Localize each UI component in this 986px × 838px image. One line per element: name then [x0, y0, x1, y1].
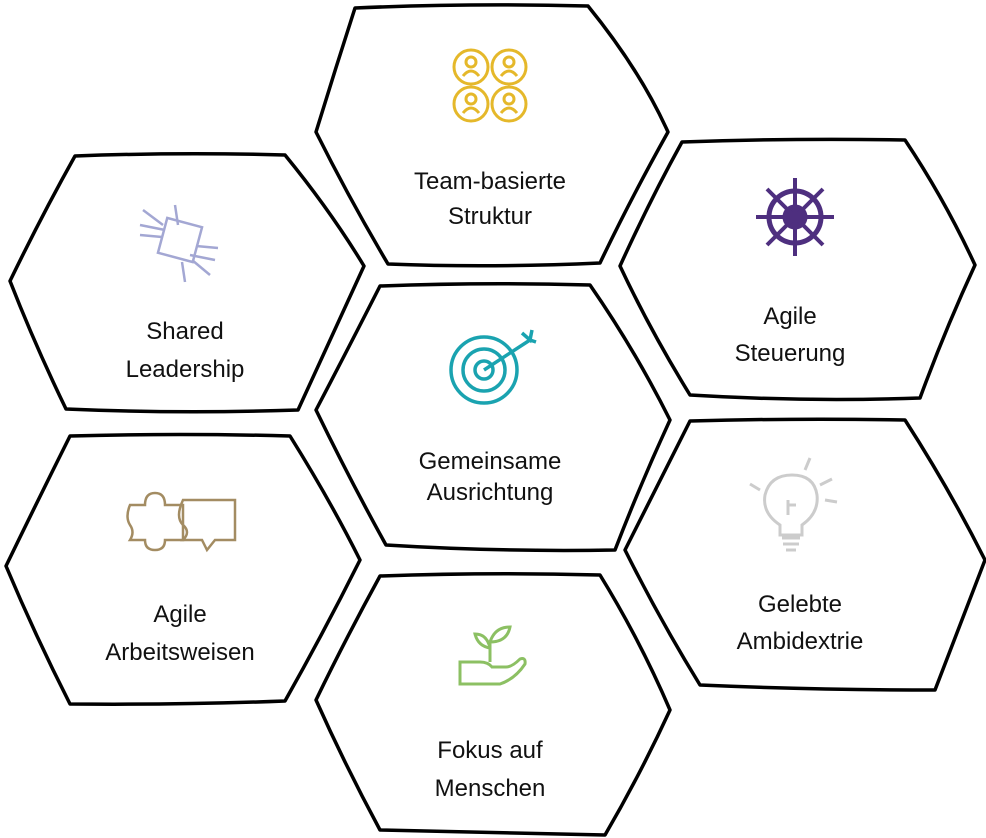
ship-wheel-icon	[756, 178, 834, 256]
plant-hand-icon	[458, 625, 527, 686]
label-menschen-line2: Menschen	[435, 775, 546, 802]
hex-team: Team-basierte Struktur	[314, 3, 670, 268]
hands-icon	[139, 204, 219, 283]
hex-gemeinsame-ausrichtung: Gemeinsame Ausrichtung	[314, 281, 672, 553]
hex-agile-steuerung: Agile Steuerung	[618, 137, 977, 402]
puzzle-icon	[126, 491, 237, 553]
label-ausrichtung-line1: Gemeinsame	[419, 448, 562, 475]
label-team-line1: Team-basierte	[414, 168, 566, 195]
label-arbeitsweisen-line1: Agile	[153, 601, 206, 628]
hex-fokus-auf-menschen: Fokus auf Menschen	[314, 571, 672, 837]
label-team-line2: Struktur	[448, 203, 532, 230]
hex-shared-leadership: Shared Leadership	[8, 151, 366, 414]
label-shared-line1: Shared	[146, 318, 223, 345]
label-shared-line2: Leadership	[126, 356, 245, 383]
label-arbeitsweisen-line2: Arbeitsweisen	[105, 639, 254, 666]
team-icon	[452, 48, 528, 123]
hex-gelebte-ambidextrie: Gelebte Ambidextrie	[623, 417, 986, 692]
target-icon	[449, 329, 537, 405]
lightbulb-icon	[749, 457, 838, 552]
label-ambidextrie-line1: Gelebte	[758, 591, 842, 618]
hex-agile-arbeitsweisen: Agile Arbeitsweisen	[4, 432, 362, 706]
label-ambidextrie-line2: Ambidextrie	[737, 628, 864, 655]
label-menschen-line1: Fokus auf	[437, 737, 543, 764]
label-steuerung-line1: Agile	[763, 303, 816, 330]
label-steuerung-line2: Steuerung	[735, 340, 846, 367]
label-ausrichtung-line2: Ausrichtung	[427, 479, 554, 506]
